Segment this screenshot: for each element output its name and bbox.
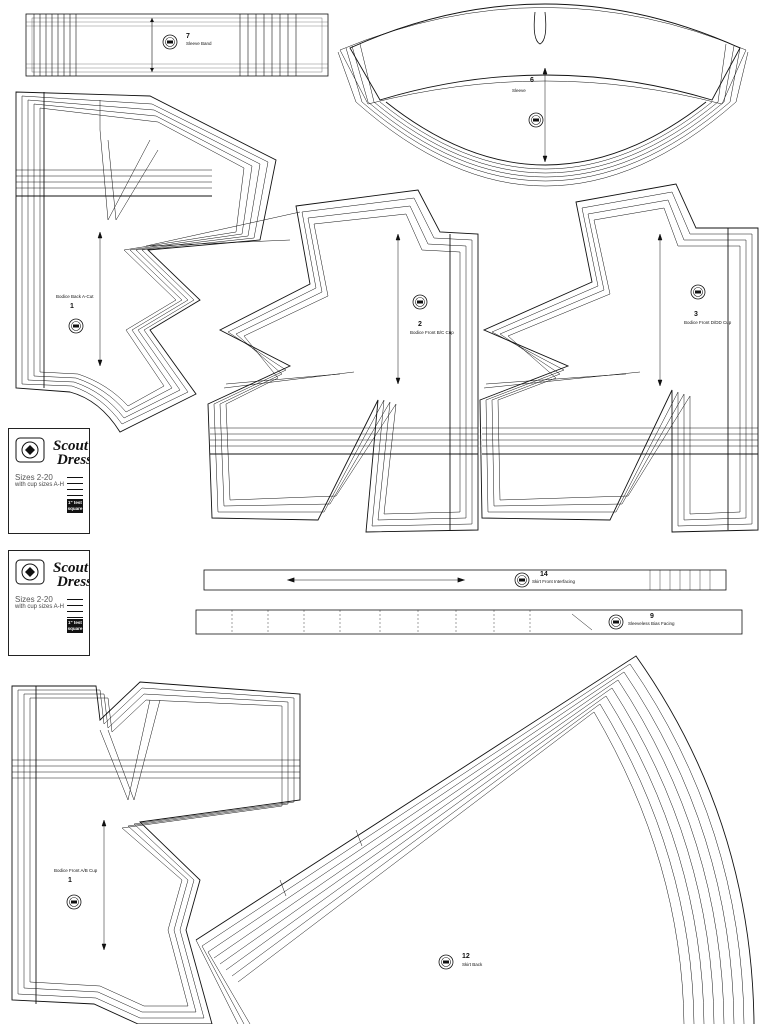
scout-badge-icon bbox=[15, 559, 45, 585]
title-card: Scout Dress Sizes 2-20 with cup sizes A-… bbox=[8, 428, 90, 534]
bodice-front-ddd-piece bbox=[479, 183, 759, 533]
test-square: 1" test square bbox=[67, 619, 83, 633]
piece-6-number: 6 bbox=[530, 77, 534, 84]
bodice-front-bc-piece bbox=[145, 189, 479, 533]
bodice-back-piece bbox=[15, 91, 277, 433]
bodice-front-ab-piece bbox=[11, 681, 301, 1024]
title-card: Scout Dress Sizes 2-20 with cup sizes A-… bbox=[8, 550, 90, 656]
piece-12-name: Skirt Back bbox=[462, 962, 483, 967]
piece-7-name: Sleeve Band bbox=[186, 41, 212, 46]
brand-name: Scout Dress bbox=[53, 560, 90, 590]
piece-1-back-name: Bodice Back A-Cut bbox=[56, 294, 94, 299]
brand-name: Scout Dress bbox=[53, 438, 90, 468]
skirt-front-interfacing-piece bbox=[203, 569, 727, 591]
sleeveless-bias-facing-piece bbox=[195, 609, 743, 635]
piece-1-front-number: 1 bbox=[68, 877, 72, 884]
piece-2-number: 2 bbox=[418, 321, 422, 328]
piece-6-name: Sleeve bbox=[512, 88, 526, 93]
sleeve-piece bbox=[337, 3, 749, 187]
piece-2-name: Bodice Front B/C Cup bbox=[410, 330, 454, 335]
piece-9-number: 9 bbox=[650, 613, 654, 620]
sizes-text: Sizes 2-20 with cup sizes A-H bbox=[15, 595, 65, 610]
piece-14-name: Skirt Front Interfacing bbox=[532, 579, 576, 584]
piece-1-front-name: Bodice Front A/B Cup bbox=[54, 868, 98, 873]
piece-1-back-number: 1 bbox=[70, 303, 74, 310]
piece-14-number: 14 bbox=[540, 571, 548, 578]
sizes-text: Sizes 2-20 with cup sizes A-H bbox=[15, 473, 65, 488]
piece-3-name: Bodice Front D/DD Cup bbox=[684, 320, 732, 325]
piece-9-name: Sleeveless Bias Facing bbox=[628, 621, 675, 626]
scout-badge-icon bbox=[15, 437, 45, 463]
piece-7-number: 7 bbox=[186, 33, 190, 40]
skirt-back-piece bbox=[195, 655, 755, 1024]
test-square: 1" test square bbox=[67, 499, 83, 513]
piece-12-number: 12 bbox=[462, 953, 470, 960]
piece-3-number: 3 bbox=[694, 311, 698, 318]
sleeve-band-piece bbox=[25, 13, 329, 77]
